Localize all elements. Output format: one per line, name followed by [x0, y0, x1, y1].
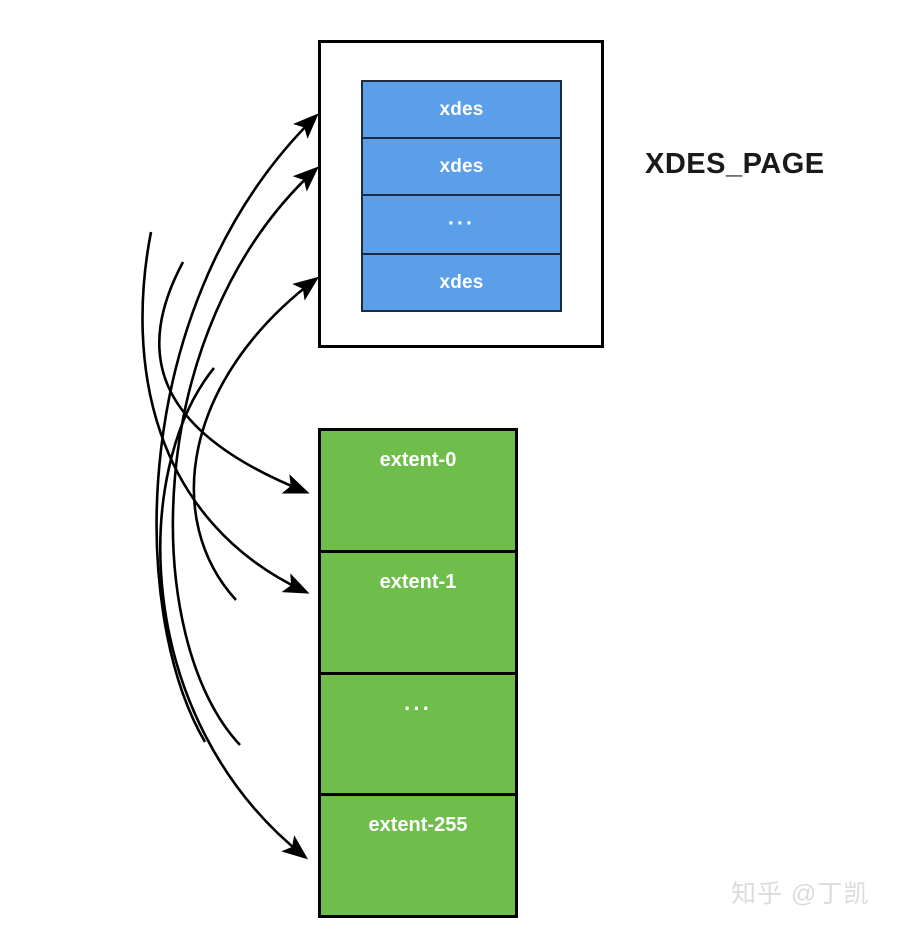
xdes-entry-last[interactable]: xdes: [363, 255, 560, 310]
extent-block-255-label: extent-255: [368, 814, 468, 837]
xdes-page-label: XDES_PAGE: [645, 148, 825, 180]
extent-block-0-label: extent-0: [379, 448, 457, 471]
arrow-extent0-to-xdes0: [155, 113, 319, 743]
extent-block-0[interactable]: extent-0: [321, 431, 515, 553]
xdes-entry-0[interactable]: xdes: [363, 82, 560, 139]
extent-block-255[interactable]: extent-255: [321, 796, 515, 915]
watermark: 知乎 @丁凯: [731, 880, 870, 908]
arrow-extent1-to-xdes1: [171, 166, 319, 746]
arrow-extent255-to-xdes3: [192, 276, 320, 601]
extent-stack: extent-0 extent-1 ··· extent-255: [318, 428, 518, 918]
arrow-xdes1-to-extent1: [141, 231, 310, 594]
extent-block-1-label: extent-1: [379, 570, 457, 593]
extent-block-1[interactable]: extent-1: [321, 552, 515, 675]
xdes-entry-ellipsis: ···: [363, 196, 560, 255]
extent-block-ellipsis-label: ···: [404, 695, 432, 721]
xdes-entry-1[interactable]: xdes: [363, 139, 560, 196]
extent-block-ellipsis: ···: [321, 674, 515, 797]
arrow-xdes0-to-extent0: [157, 261, 310, 494]
xdes-entry-stack: xdes xdes ··· xdes: [361, 80, 562, 312]
arrow-xdes3-to-extent255: [159, 367, 309, 860]
